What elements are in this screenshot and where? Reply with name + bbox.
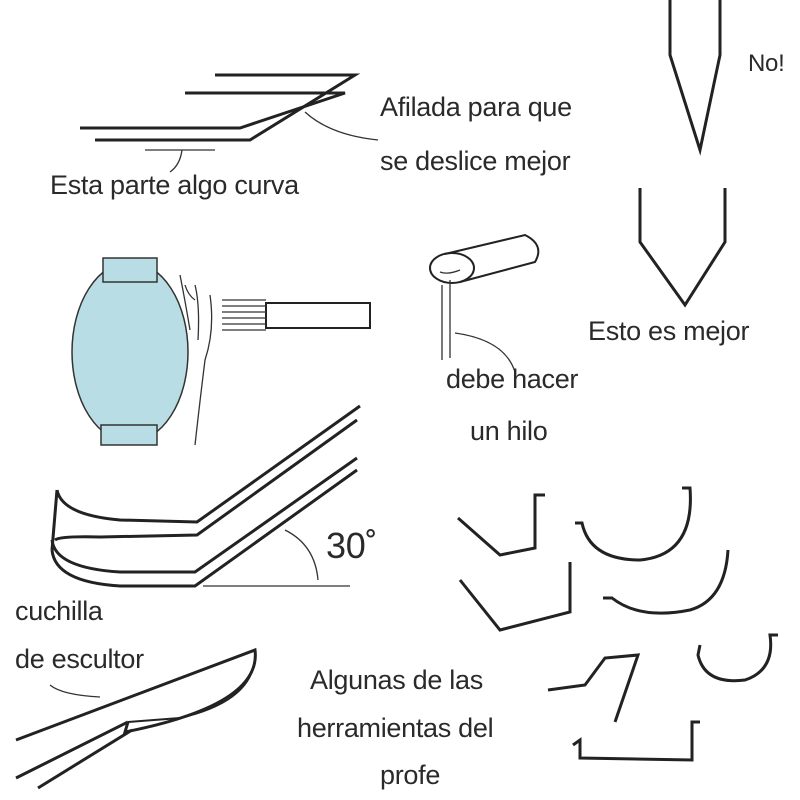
label-curved-part: Esta parte algo curva bbox=[50, 170, 299, 200]
label-sharpened-2: se deslice mejor bbox=[380, 146, 571, 176]
pointed-tool-bad bbox=[668, 0, 722, 156]
tube-drawing bbox=[429, 233, 540, 373]
label-sharpened: Afilada para que bbox=[380, 92, 572, 122]
pointed-tool-good bbox=[638, 188, 727, 308]
label-knife-1: cuchilla bbox=[15, 596, 103, 626]
brush-drawing bbox=[179, 274, 371, 446]
label-tools-2: herramientas del bbox=[297, 713, 494, 743]
flat-chisel-drawing bbox=[80, 73, 379, 173]
rubber-bulb-drawing bbox=[71, 257, 189, 446]
label-knife-2: de escultor bbox=[15, 644, 144, 674]
label-thread-1: debe hacer bbox=[446, 364, 579, 394]
sculptor-knife-drawing bbox=[15, 647, 257, 790]
label-no: No! bbox=[748, 50, 785, 77]
label-tools-1: Algunas de las bbox=[310, 665, 483, 695]
bent-gouge-drawing bbox=[50, 404, 361, 588]
label-thread-2: un hilo bbox=[470, 416, 548, 446]
label-better: Esto es mejor bbox=[588, 316, 750, 346]
gouge-profiles-drawing bbox=[457, 486, 778, 762]
label-tools-3: profe bbox=[380, 760, 441, 790]
label-angle: 30˚ bbox=[326, 525, 378, 566]
